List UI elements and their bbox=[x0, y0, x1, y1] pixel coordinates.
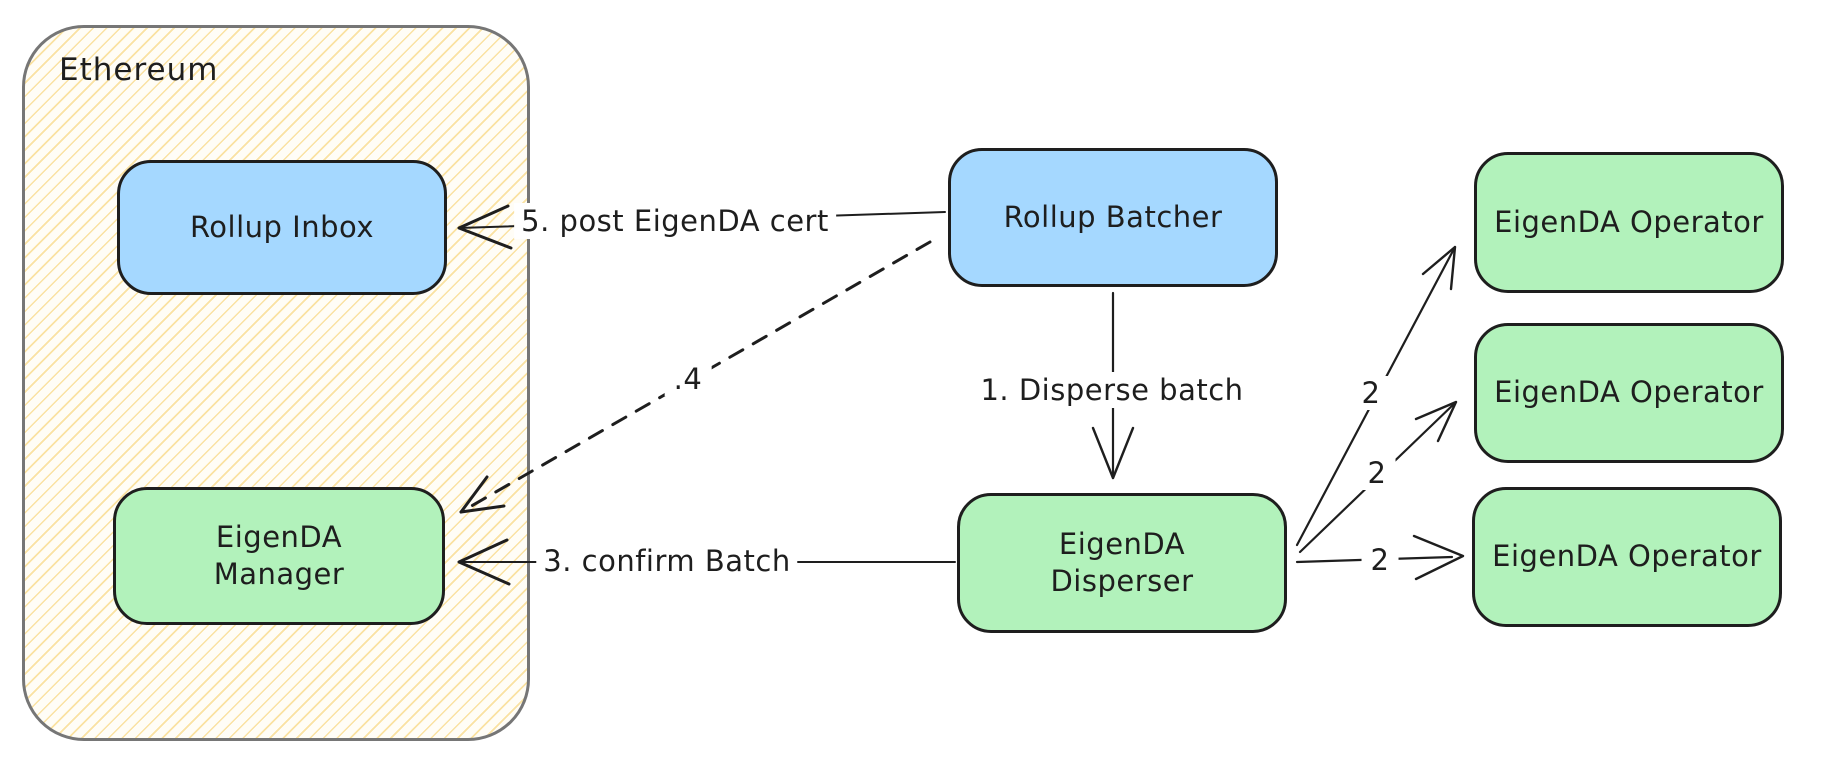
edge-label-two-3: 2 bbox=[1361, 543, 1399, 577]
node-rollup-inbox: Rollup Inbox bbox=[117, 160, 447, 295]
node-eigenda-operator-2: EigenDA Operator bbox=[1474, 323, 1784, 463]
node-eigenda-operator-1-label: EigenDA Operator bbox=[1494, 204, 1764, 239]
node-eigenda-manager-label: EigenDA Manager bbox=[213, 519, 345, 591]
edge-label-confirm: 3. confirm Batch bbox=[536, 543, 798, 579]
node-eigenda-operator-3-label: EigenDA Operator bbox=[1492, 539, 1762, 574]
ethereum-label: Ethereum bbox=[59, 52, 219, 88]
node-eigenda-operator-1: EigenDA Operator bbox=[1474, 152, 1784, 293]
node-rollup-batcher: Rollup Batcher bbox=[948, 148, 1278, 287]
node-eigenda-operator-2-label: EigenDA Operator bbox=[1494, 375, 1764, 410]
edge-label-two-2: 2 bbox=[1358, 456, 1396, 490]
ethereum-container: Ethereum bbox=[22, 25, 530, 741]
node-eigenda-manager: EigenDA Manager bbox=[113, 487, 445, 625]
edge-label-post-cert: 5. post EigenDA cert bbox=[514, 203, 836, 239]
edge-label-disperse: 1. Disperse batch bbox=[973, 372, 1251, 408]
edge-disperse-arrowhead bbox=[1091, 426, 1135, 480]
node-rollup-batcher-label: Rollup Batcher bbox=[1003, 199, 1223, 234]
edge-operator3-arrowhead bbox=[1412, 534, 1465, 581]
node-eigenda-disperser-label: EigenDA Disperser bbox=[1050, 526, 1194, 598]
node-rollup-inbox-label: Rollup Inbox bbox=[189, 209, 375, 244]
edge-operator1-arrowhead bbox=[1421, 245, 1457, 291]
edge-operator2-arrowhead bbox=[1414, 400, 1458, 443]
node-eigenda-disperser: EigenDA Disperser bbox=[957, 493, 1287, 633]
edge-label-cert-to-manager: .4 bbox=[664, 362, 712, 396]
node-eigenda-operator-3: EigenDA Operator bbox=[1472, 487, 1782, 627]
edge-label-two-1: 2 bbox=[1352, 376, 1390, 410]
